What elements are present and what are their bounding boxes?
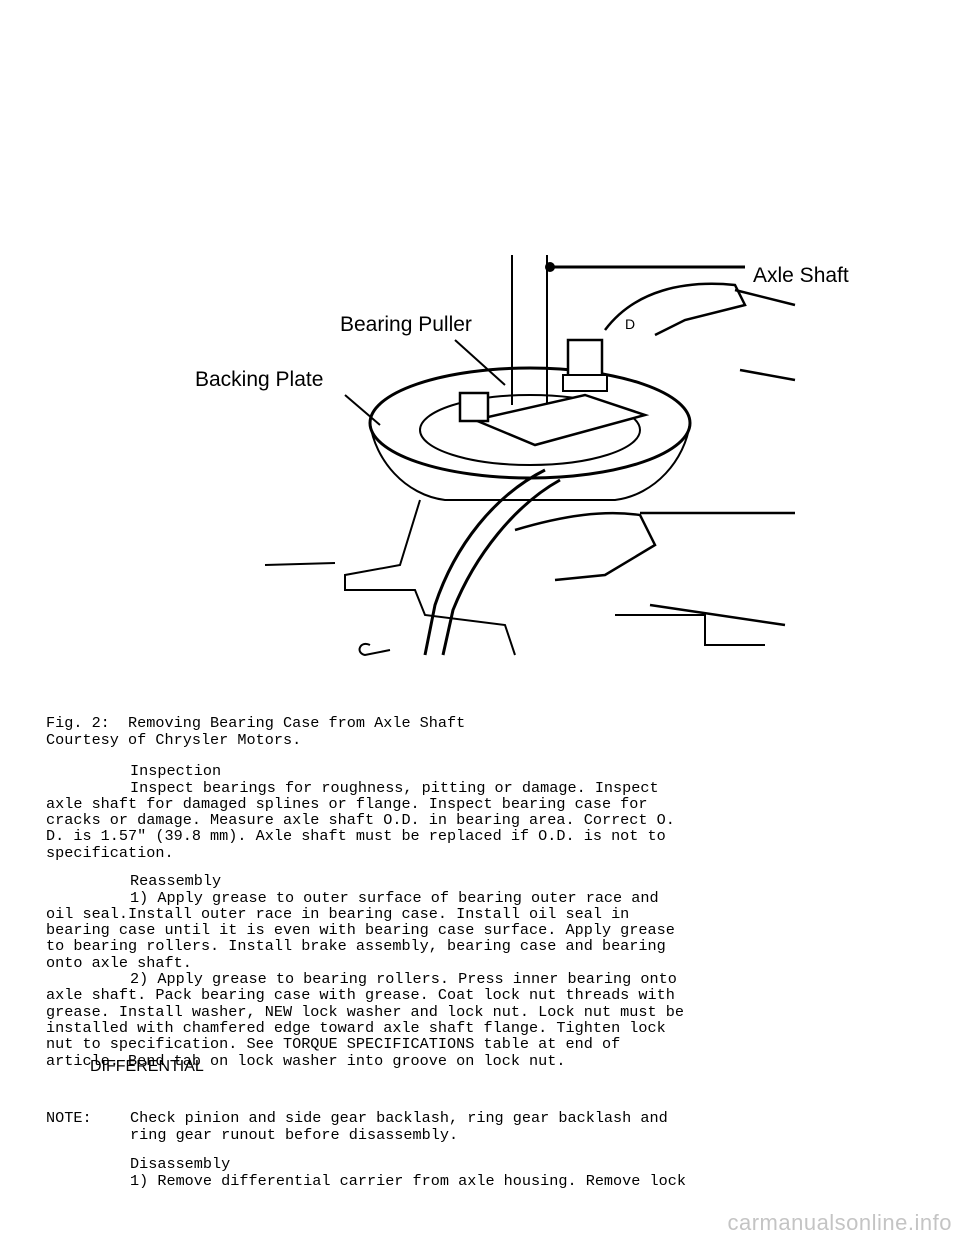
caption-title: Fig. 2: Removing Bearing Case from Axle … xyxy=(46,714,466,733)
axle-shaft-label: Axle Shaft xyxy=(753,264,849,287)
disassembly-heading: Disassembly xyxy=(130,1155,231,1174)
reassembly-line: 2) Apply grease to bearing rollers. Pres… xyxy=(130,970,677,989)
bearing-puller-illustration xyxy=(264,255,796,657)
inspection-line: specification. xyxy=(46,843,174,862)
reassembly-line: to bearing rollers. Install brake assemb… xyxy=(46,937,666,956)
reassembly-line: axle shaft. Pack bearing case with greas… xyxy=(46,986,675,1005)
caption-courtesy: Courtesy of Chrysler Motors. xyxy=(46,730,302,749)
reassembly-line: oil seal.Install outer race in bearing c… xyxy=(46,904,630,923)
disassembly-line: 1) Remove differential carrier from axle… xyxy=(130,1171,686,1190)
reassembly-line: installed with chamfered edge toward axl… xyxy=(46,1018,666,1037)
inspection-heading: Inspection xyxy=(130,762,222,781)
note-block: NOTE: Check pinion and side gear backlash… xyxy=(46,1094,668,1159)
inspection-line: Inspect bearings for roughness, pitting … xyxy=(130,778,659,797)
inspection-line: cracks or damage. Measure axle shaft O.D… xyxy=(46,811,675,830)
tool-mark-label: D xyxy=(625,316,636,332)
inspection-line: axle shaft for damaged splines or flange… xyxy=(46,794,648,813)
figure-bearing-case-removal: Axle Shaft Bearing Puller Backing Plate … xyxy=(185,245,875,665)
reassembly-line: article. Bend tab on lock washer into gr… xyxy=(46,1051,566,1070)
figure-caption: Fig. 2: Removing Bearing Case from Axle … xyxy=(46,699,465,764)
bearing-puller-label: Bearing Puller xyxy=(340,313,472,336)
reassembly-line: grease. Install washer, NEW lock washer … xyxy=(46,1002,684,1021)
backing-plate-label: Backing Plate xyxy=(195,368,324,391)
reassembly-line: 1) Apply grease to outer surface of bear… xyxy=(130,888,659,907)
inspection-line: D. is 1.57" (39.8 mm). Axle shaft must b… xyxy=(46,827,666,846)
differential-heading: DIFFERENTIAL xyxy=(90,1058,204,1075)
note-line: Check pinion and side gear backlash, rin… xyxy=(130,1109,668,1128)
reassembly-line: nut to specification. See TORQUE SPECIFI… xyxy=(46,1035,621,1054)
reassembly-line: bearing case until it is even with beari… xyxy=(46,921,675,940)
note-line: ring gear runout before disassembly. xyxy=(130,1125,459,1144)
watermark: carmanualsonline.info xyxy=(727,1210,952,1235)
reassembly-heading: Reassembly xyxy=(130,872,222,891)
note-label: NOTE: xyxy=(46,1109,92,1128)
reassembly-line: onto axle shaft. xyxy=(46,953,192,972)
